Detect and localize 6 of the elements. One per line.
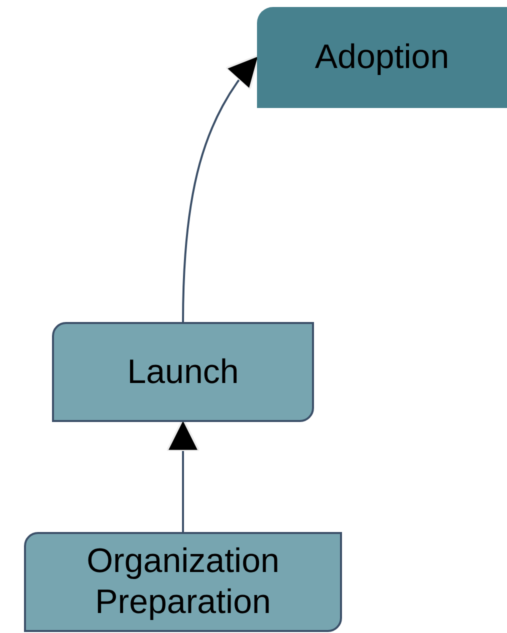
process-box [52,322,314,422]
process-box [24,532,342,632]
box-label: Organization Preparation [86,541,280,623]
box-label: Adoption [314,37,450,78]
process-box [257,7,507,108]
box-label: Launch [126,352,240,392]
